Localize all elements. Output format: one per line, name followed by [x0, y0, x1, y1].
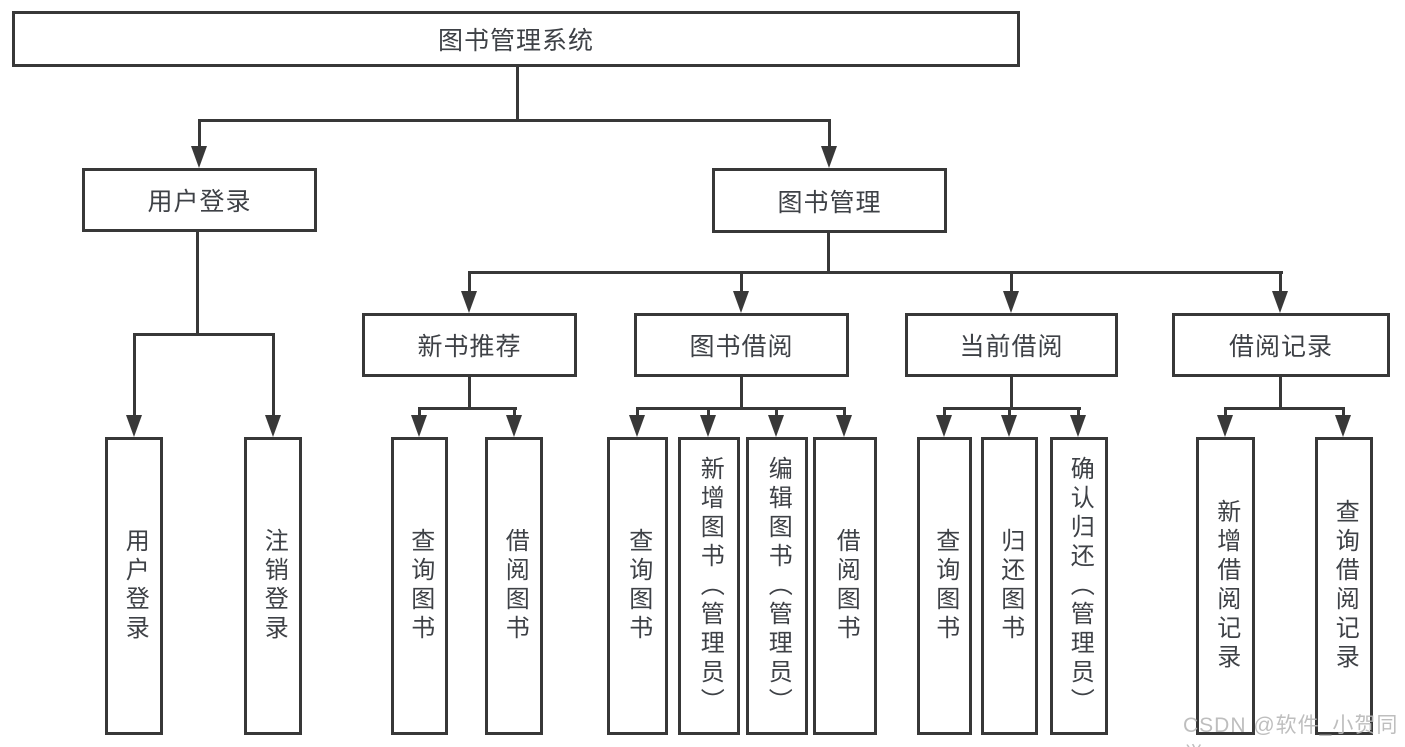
node-user-login-leaf: 用户登录: [105, 437, 163, 735]
leaf-label: 编辑图书（管理员）: [764, 455, 792, 717]
node-new-book-recommend: 新书推荐: [362, 313, 577, 377]
node-query-books-recommend: 查询图书: [391, 437, 448, 735]
arrowhead-icon: [506, 415, 522, 437]
node-book-borrowing: 图书借阅: [634, 313, 849, 377]
arrowhead-icon: [1003, 291, 1019, 313]
arrowhead-icon: [700, 415, 716, 437]
node-borrowing-records: 借阅记录: [1172, 313, 1390, 377]
leaf-label: 用户登录: [121, 528, 149, 644]
node-user-login: 用户登录: [82, 168, 317, 232]
leaf-label: 查询图书: [624, 528, 652, 644]
node-root-label: 图书管理系统: [437, 27, 594, 55]
connector-line: [827, 233, 830, 273]
connector-line: [1077, 407, 1080, 415]
connector-line: [1224, 407, 1345, 410]
connector-line: [196, 231, 199, 335]
arrowhead-icon: [411, 415, 427, 437]
node-user-login-label: 用户登录: [147, 188, 252, 216]
csdn-watermark: CSDN @软件_小贺同学: [1183, 714, 1399, 747]
arrowhead-icon: [733, 291, 749, 313]
node-logout: 注销登录: [244, 437, 302, 735]
node-root: 图书管理系统: [12, 11, 1020, 67]
node-edit-book-admin: 编辑图书（管理员）: [746, 437, 808, 735]
arrowhead-icon: [1070, 415, 1086, 437]
node-return-books: 归还图书: [981, 437, 1038, 735]
leaf-label: 确认归还（管理员）: [1066, 455, 1094, 717]
connector-line: [470, 271, 1283, 274]
node-add-borrow-record: 新增借阅记录: [1196, 437, 1255, 735]
connector-line: [1279, 377, 1282, 409]
connector-line: [133, 333, 136, 415]
node-new-book-recommend-label: 新书推荐: [417, 333, 522, 361]
arrowhead-icon: [1335, 415, 1351, 437]
connector-line: [133, 333, 275, 336]
leaf-label: 借阅图书: [832, 528, 860, 644]
node-query-books-current: 查询图书: [917, 437, 972, 735]
node-book-management: 图书管理: [712, 168, 947, 233]
leaf-label: 查询借阅记录: [1331, 499, 1359, 673]
connector-line: [1279, 271, 1282, 291]
arrowhead-icon: [629, 415, 645, 437]
node-current-borrowing-label: 当前借阅: [959, 333, 1064, 361]
connector-line: [740, 377, 743, 409]
connector-line: [1010, 271, 1013, 291]
arrowhead-icon: [126, 415, 142, 437]
node-borrowing-records-label: 借阅记录: [1228, 333, 1333, 361]
connector-line: [418, 407, 517, 410]
connector-line: [943, 407, 1081, 410]
leaf-label: 借阅图书: [501, 528, 529, 644]
leaf-label: 查询图书: [931, 528, 959, 644]
connector-line: [636, 407, 846, 410]
leaf-label: 注销登录: [260, 528, 288, 644]
node-current-borrowing: 当前借阅: [905, 313, 1118, 377]
node-add-book-admin: 新增图书（管理员）: [678, 437, 740, 735]
connector-line: [1008, 407, 1011, 415]
connector-line: [707, 407, 710, 415]
arrowhead-icon: [1272, 291, 1288, 313]
arrowhead-icon: [768, 415, 784, 437]
connector-line: [418, 407, 421, 415]
connector-line: [513, 407, 516, 415]
connector-line: [198, 119, 831, 122]
node-query-borrow-record: 查询借阅记录: [1315, 437, 1373, 735]
leaf-label: 新增借阅记录: [1212, 499, 1240, 673]
connector-line: [516, 67, 519, 120]
arrowhead-icon: [936, 415, 952, 437]
connector-line: [828, 119, 831, 147]
leaf-label: 新增图书（管理员）: [696, 455, 724, 717]
arrowhead-icon: [461, 291, 477, 313]
connector-line: [468, 377, 471, 409]
connector-line: [272, 333, 275, 415]
leaf-label: 查询图书: [406, 528, 434, 644]
connector-line: [843, 407, 846, 415]
node-book-management-label: 图书管理: [777, 188, 882, 217]
connector-line: [1342, 407, 1345, 415]
connector-line: [1010, 377, 1013, 409]
arrowhead-icon: [836, 415, 852, 437]
connector-line: [740, 271, 743, 291]
node-borrow-books-recommend: 借阅图书: [485, 437, 543, 735]
node-book-borrowing-label: 图书借阅: [689, 333, 794, 361]
node-query-books-borrowing: 查询图书: [607, 437, 668, 735]
connector-line: [775, 407, 778, 415]
arrowhead-icon: [1001, 415, 1017, 437]
connector-line: [468, 271, 471, 291]
node-confirm-return-admin: 确认归还（管理员）: [1050, 437, 1108, 735]
arrowhead-icon: [191, 146, 207, 168]
node-borrow-books-leaf: 借阅图书: [813, 437, 877, 735]
arrowhead-icon: [821, 146, 837, 168]
leaf-label: 归还图书: [996, 528, 1024, 644]
arrowhead-icon: [1217, 415, 1233, 437]
connector-line: [1224, 407, 1227, 415]
connector-line: [636, 407, 639, 415]
connector-line: [198, 119, 201, 147]
arrowhead-icon: [265, 415, 281, 437]
connector-line: [943, 407, 946, 415]
